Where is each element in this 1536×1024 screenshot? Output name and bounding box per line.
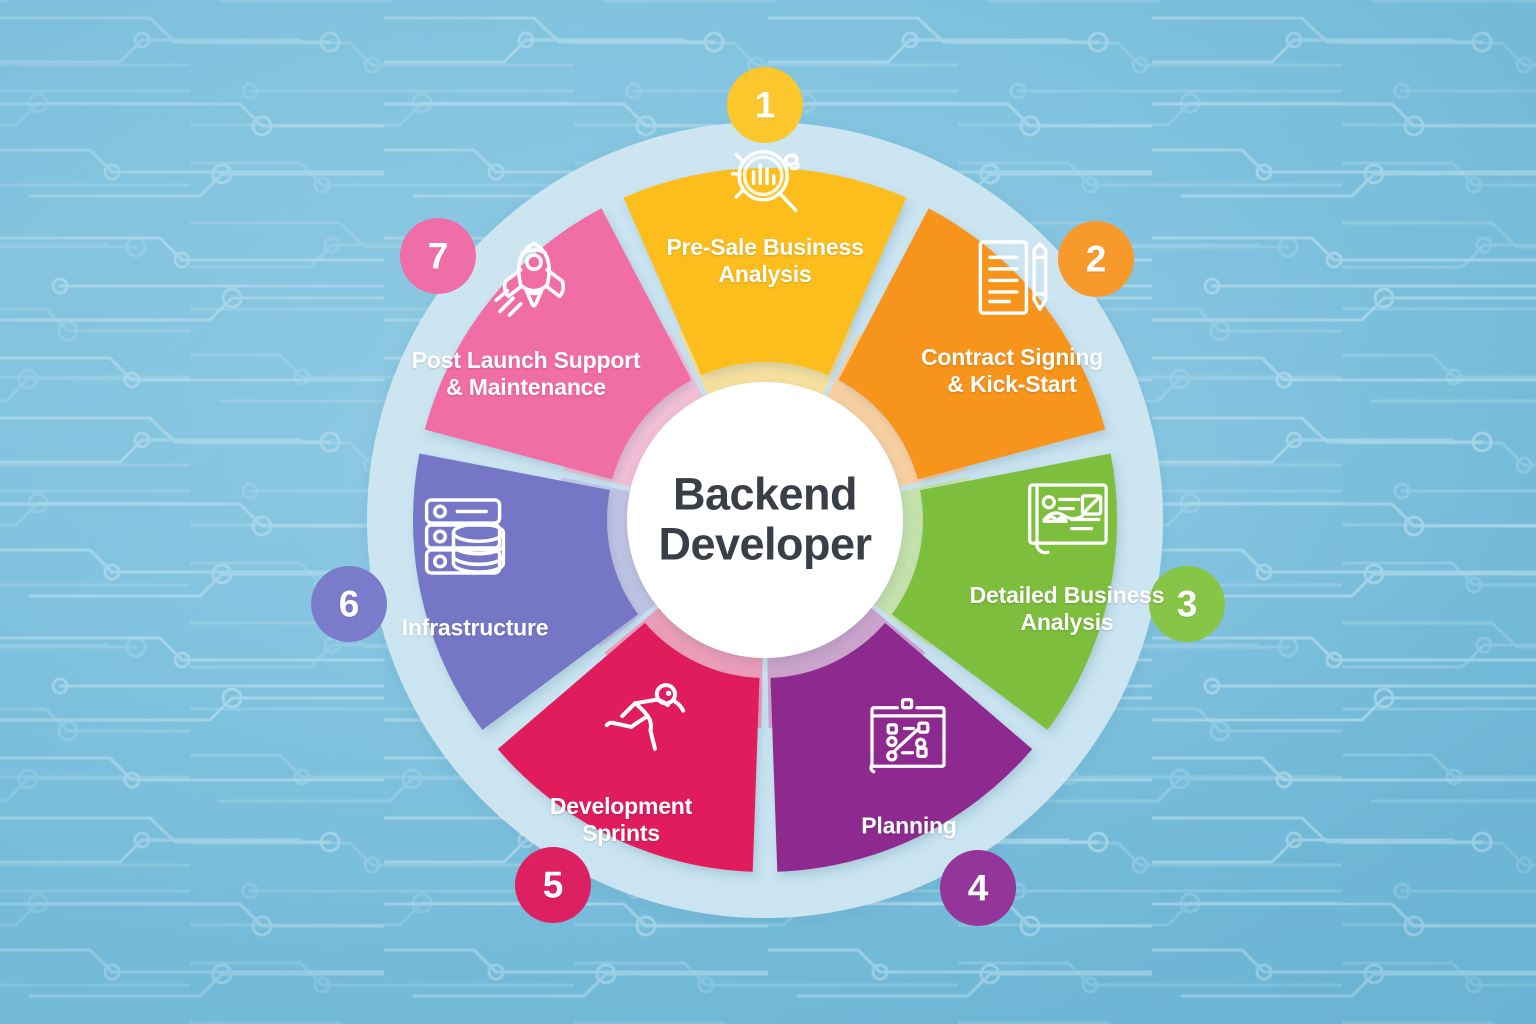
center-circle[interactable] bbox=[627, 382, 903, 658]
center-title: Backend Developer bbox=[658, 468, 872, 570]
segment-badge-5[interactable] bbox=[515, 847, 591, 923]
segment-badge-6[interactable] bbox=[311, 566, 387, 642]
wheel-segment-5[interactable] bbox=[497, 622, 760, 872]
wheel-segment-2[interactable] bbox=[838, 208, 1106, 480]
segment-badge-7[interactable] bbox=[400, 218, 476, 294]
segment-badge-3[interactable] bbox=[1149, 566, 1225, 642]
segment-badge-2[interactable] bbox=[1058, 221, 1134, 297]
badge-circles-layer bbox=[311, 67, 1225, 926]
segment-badge-1[interactable] bbox=[727, 67, 803, 143]
wheel-segment-7[interactable] bbox=[424, 208, 692, 480]
wheel-segments-layer bbox=[412, 168, 1117, 872]
segment-badge-4[interactable] bbox=[940, 850, 1016, 926]
wheel-segment-1[interactable] bbox=[623, 168, 907, 376]
